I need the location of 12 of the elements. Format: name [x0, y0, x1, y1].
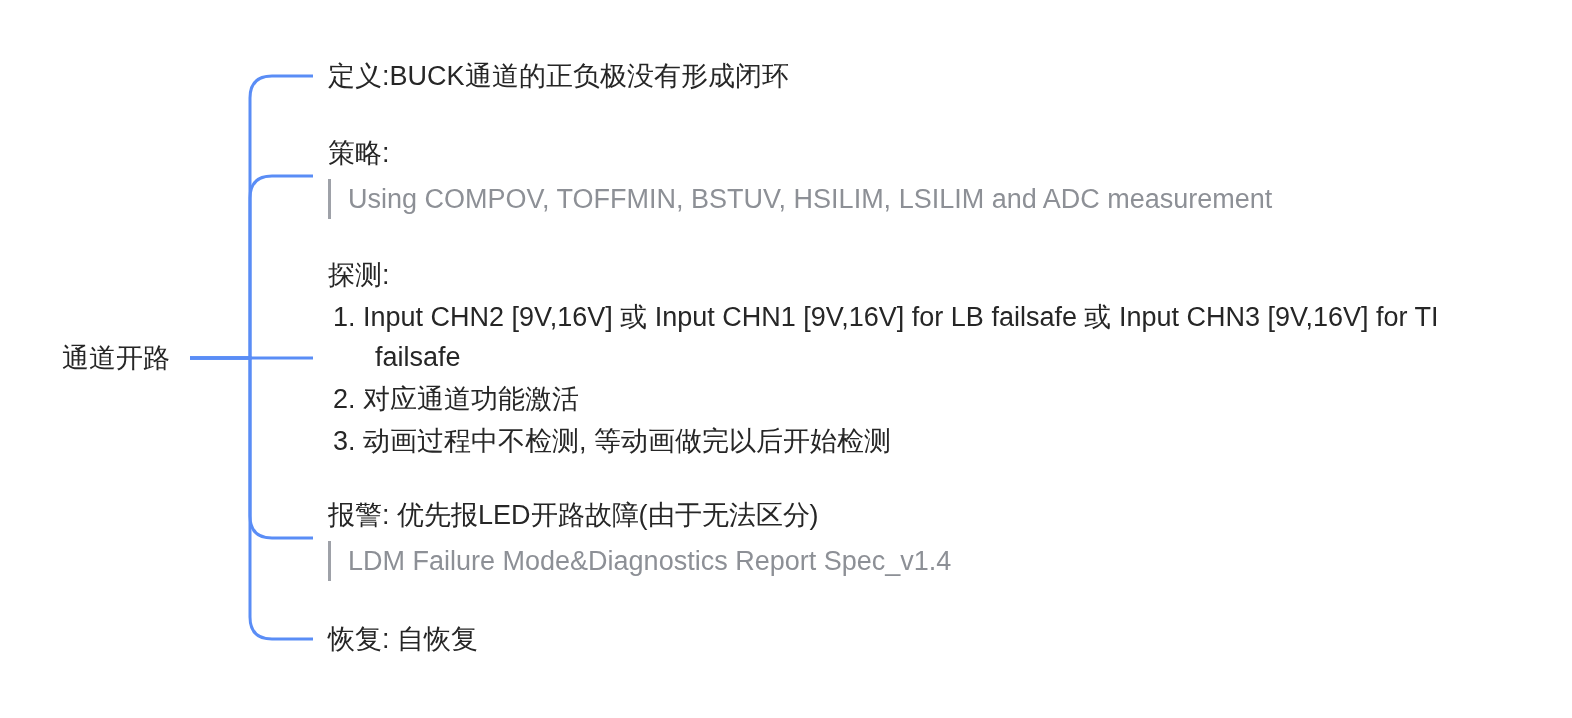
list-item: 1. Input CHN2 [9V,16V] 或 Input CHN1 [9V,16V] for LB failsafe 或 Input CHN3 [9V,16V] for TI failsafe: [332, 301, 1440, 374]
quote-note: Using COMPOV, TOFFMIN, BSTUV, HSILIM, LSILIM and ADC measurement: [328, 179, 1273, 219]
connector-line: [190, 356, 313, 641]
topic-label: 策略:: [328, 137, 391, 170]
topic-label: 报警: 优先报LED开路故障(由于无法区分): [328, 499, 820, 532]
list-item: 3. 动画过程中不检测, 等动画做完以后开始检测: [332, 425, 893, 458]
topic-label: 探测:: [328, 259, 391, 292]
quote-note: LDM Failure Mode&Diagnostics Report Spec_v1.4: [328, 541, 952, 581]
list-item: 2. 对应通道功能激活: [332, 383, 581, 416]
topic-label: 恢复: 自恢复: [328, 623, 478, 656]
topic-label: 定义:BUCK通道的正负极没有形成闭环: [328, 60, 789, 93]
root-topic: 通道开路: [62, 342, 170, 375]
